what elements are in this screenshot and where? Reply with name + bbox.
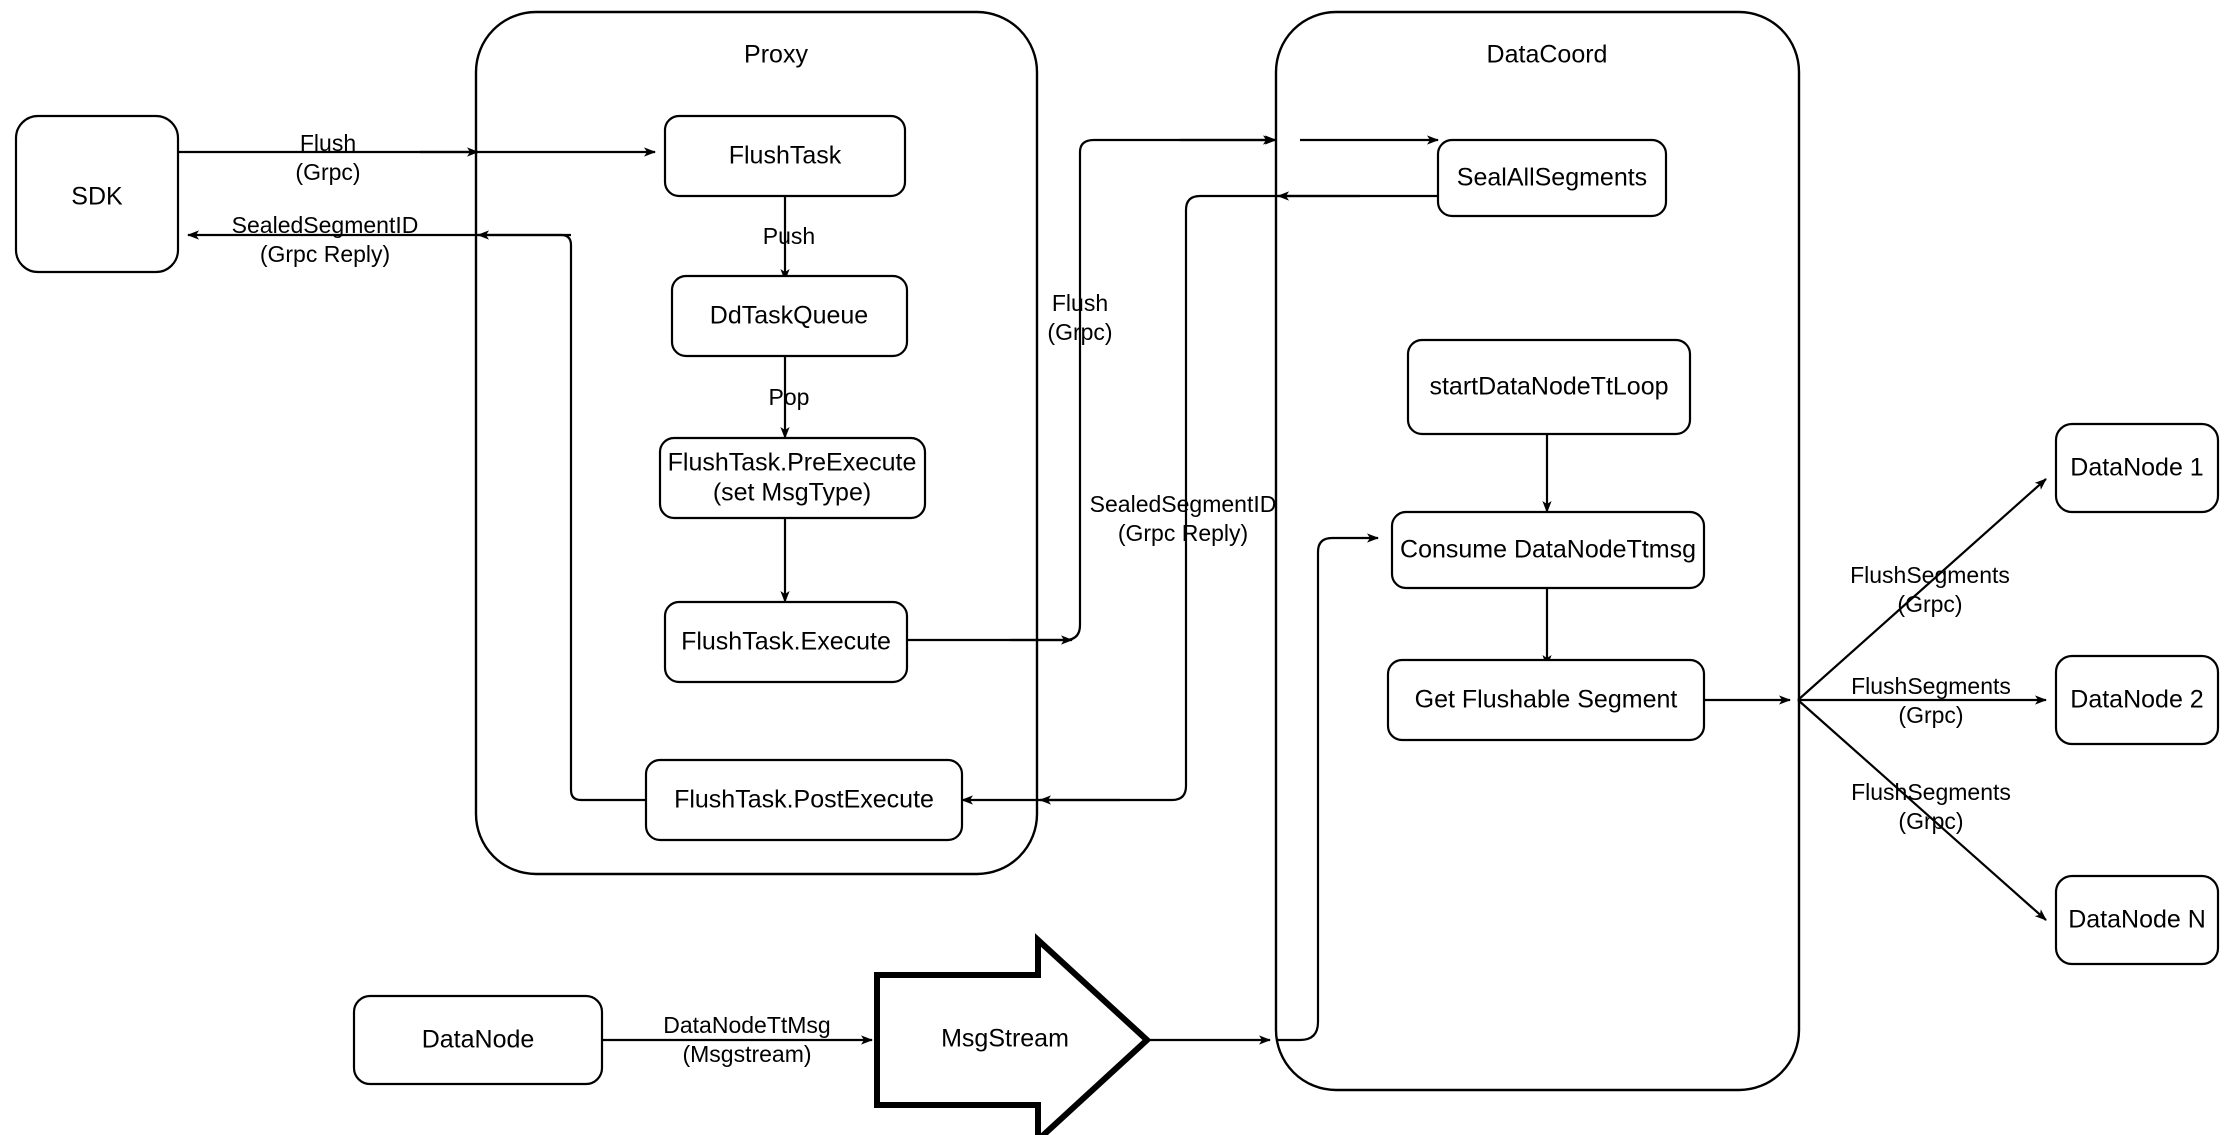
edge-label-datanode-to-msgstream: DataNodeTtMsg (Msgstream) <box>663 1012 830 1067</box>
node-sealallsegments[interactable]: SealAllSegments <box>1436 138 1668 218</box>
preexecute-label-line2: (set MsgType) <box>713 479 871 507</box>
proxy-container-title: Proxy <box>744 41 808 69</box>
flush-grpc-label-line2: (Grpc) <box>295 159 360 185</box>
pop-label: Pop <box>769 384 810 410</box>
node-datanode-n[interactable]: DataNode N <box>2054 874 2220 966</box>
startdatanodettloop-label: startDataNodeTtLoop <box>1429 373 1668 401</box>
node-flushtask-postexecute[interactable]: FlushTask.PostExecute <box>644 758 964 842</box>
edge-label-proxy-to-datacoord: Flush (Grpc) <box>1047 290 1112 345</box>
datanoden-label: DataNode N <box>2068 906 2206 934</box>
edge-sealallsegments-to-postexecute <box>961 194 1438 805</box>
flushtask-label: FlushTask <box>729 142 842 170</box>
msgstream-label: MsgStream <box>941 1025 1069 1053</box>
postexecute-label: FlushTask.PostExecute <box>674 786 934 814</box>
datanodettmsg-label-line1: DataNodeTtMsg <box>663 1012 830 1038</box>
node-datanode-bottom[interactable]: DataNode <box>352 994 604 1086</box>
node-flushtask-preexecute[interactable]: FlushTask.PreExecute (set MsgType) <box>658 436 927 520</box>
edge-label-sdk-to-proxy: Flush (Grpc) <box>295 130 360 185</box>
sdk-label: SDK <box>71 183 123 211</box>
edge-datacoord-border-to-consume <box>1276 533 1379 1042</box>
sealedsegmentid-label-line1: SealedSegmentID <box>232 212 419 238</box>
flush-grpc-2-label-line2: (Grpc) <box>1047 319 1112 345</box>
datacoord-container-title: DataCoord <box>1487 41 1608 69</box>
node-datanode-1[interactable]: DataNode 1 <box>2054 422 2220 514</box>
node-flushtask[interactable]: FlushTask <box>663 114 907 198</box>
sealallsegments-box[interactable] <box>1436 138 1668 218</box>
datanoden-box[interactable] <box>2054 874 2220 966</box>
datanode-bottom-box[interactable] <box>352 994 604 1086</box>
datanode1-box[interactable] <box>2054 422 2220 514</box>
flush-grpc-2-label-line1: Flush <box>1052 290 1108 316</box>
get-flushable-segment-label: Get Flushable Segment <box>1415 686 1678 714</box>
edge-label-push: Push <box>763 223 815 249</box>
sealedsegmentid-2-label-line2: (Grpc Reply) <box>1118 520 1248 546</box>
node-msgstream[interactable]: MsgStream <box>874 933 1152 1135</box>
consume-datanodettmsg-box[interactable] <box>1390 510 1706 590</box>
flushsegments-2-label-line2: (Grpc) <box>1898 702 1963 728</box>
ddtaskqueue-box[interactable] <box>670 274 909 358</box>
edge-label-datacoord-to-proxy: SealedSegmentID (Grpc Reply) <box>1090 491 1277 546</box>
preexecute-label-line1: FlushTask.PreExecute <box>668 449 917 477</box>
datanodettmsg-label-line2: (Msgstream) <box>682 1041 811 1067</box>
node-sdk[interactable]: SDK <box>14 114 180 274</box>
datanode2-label: DataNode 2 <box>2070 686 2203 714</box>
edge-label-flush-datanoden: FlushSegments (Grpc) <box>1851 779 2011 834</box>
ddtaskqueue-label: DdTaskQueue <box>710 302 868 330</box>
node-ddtaskqueue[interactable]: DdTaskQueue <box>670 274 909 358</box>
flushsegments-2-label-line1: FlushSegments <box>1851 673 2011 699</box>
preexecute-box[interactable] <box>658 436 927 520</box>
execute-box[interactable] <box>663 600 909 684</box>
execute-label: FlushTask.Execute <box>681 628 891 656</box>
node-consume-datanodettmsg[interactable]: Consume DataNodeTtmsg <box>1390 510 1706 590</box>
edge-junction-to-datanoden <box>1797 699 2047 921</box>
flushsegments-n-label-line2: (Grpc) <box>1898 808 1963 834</box>
datanode2-box[interactable] <box>2054 654 2220 746</box>
sealedsegmentid-label-line2: (Grpc Reply) <box>260 241 390 267</box>
postexecute-box[interactable] <box>644 758 964 842</box>
node-get-flushable-segment[interactable]: Get Flushable Segment <box>1386 658 1706 742</box>
get-flushable-segment-box[interactable] <box>1386 658 1706 742</box>
push-label: Push <box>763 223 815 249</box>
flushsegments-n-label-line1: FlushSegments <box>1851 779 2011 805</box>
edge-label-flush-datanode1: FlushSegments (Grpc) <box>1850 562 2010 617</box>
flushtask-box[interactable] <box>663 114 907 198</box>
sdk-box[interactable] <box>14 114 180 274</box>
datanode-bottom-label: DataNode <box>422 1026 535 1054</box>
node-datanode-2[interactable]: DataNode 2 <box>2054 654 2220 746</box>
node-startdatanodettloop[interactable]: startDataNodeTtLoop <box>1406 338 1692 436</box>
consume-datanodettmsg-label: Consume DataNodeTtmsg <box>1400 536 1696 564</box>
edge-label-proxy-to-sdk: SealedSegmentID (Grpc Reply) <box>232 212 419 267</box>
sealallsegments-label: SealAllSegments <box>1457 164 1647 192</box>
edge-label-pop: Pop <box>769 384 810 410</box>
edge-junction-to-datanode1 <box>1797 478 2047 701</box>
datanode1-label: DataNode 1 <box>2070 454 2203 482</box>
flushsegments-1-label-line1: FlushSegments <box>1850 562 2010 588</box>
flush-grpc-label-line1: Flush <box>300 130 356 156</box>
node-flushtask-execute[interactable]: FlushTask.Execute <box>663 600 909 684</box>
msgstream-block-arrow[interactable] <box>874 933 1152 1135</box>
edge-label-flush-datanode2: FlushSegments (Grpc) <box>1851 673 2011 728</box>
sealedsegmentid-2-label-line1: SealedSegmentID <box>1090 491 1277 517</box>
startdatanodettloop-box[interactable] <box>1406 338 1692 436</box>
flushsegments-1-label-line2: (Grpc) <box>1897 591 1962 617</box>
